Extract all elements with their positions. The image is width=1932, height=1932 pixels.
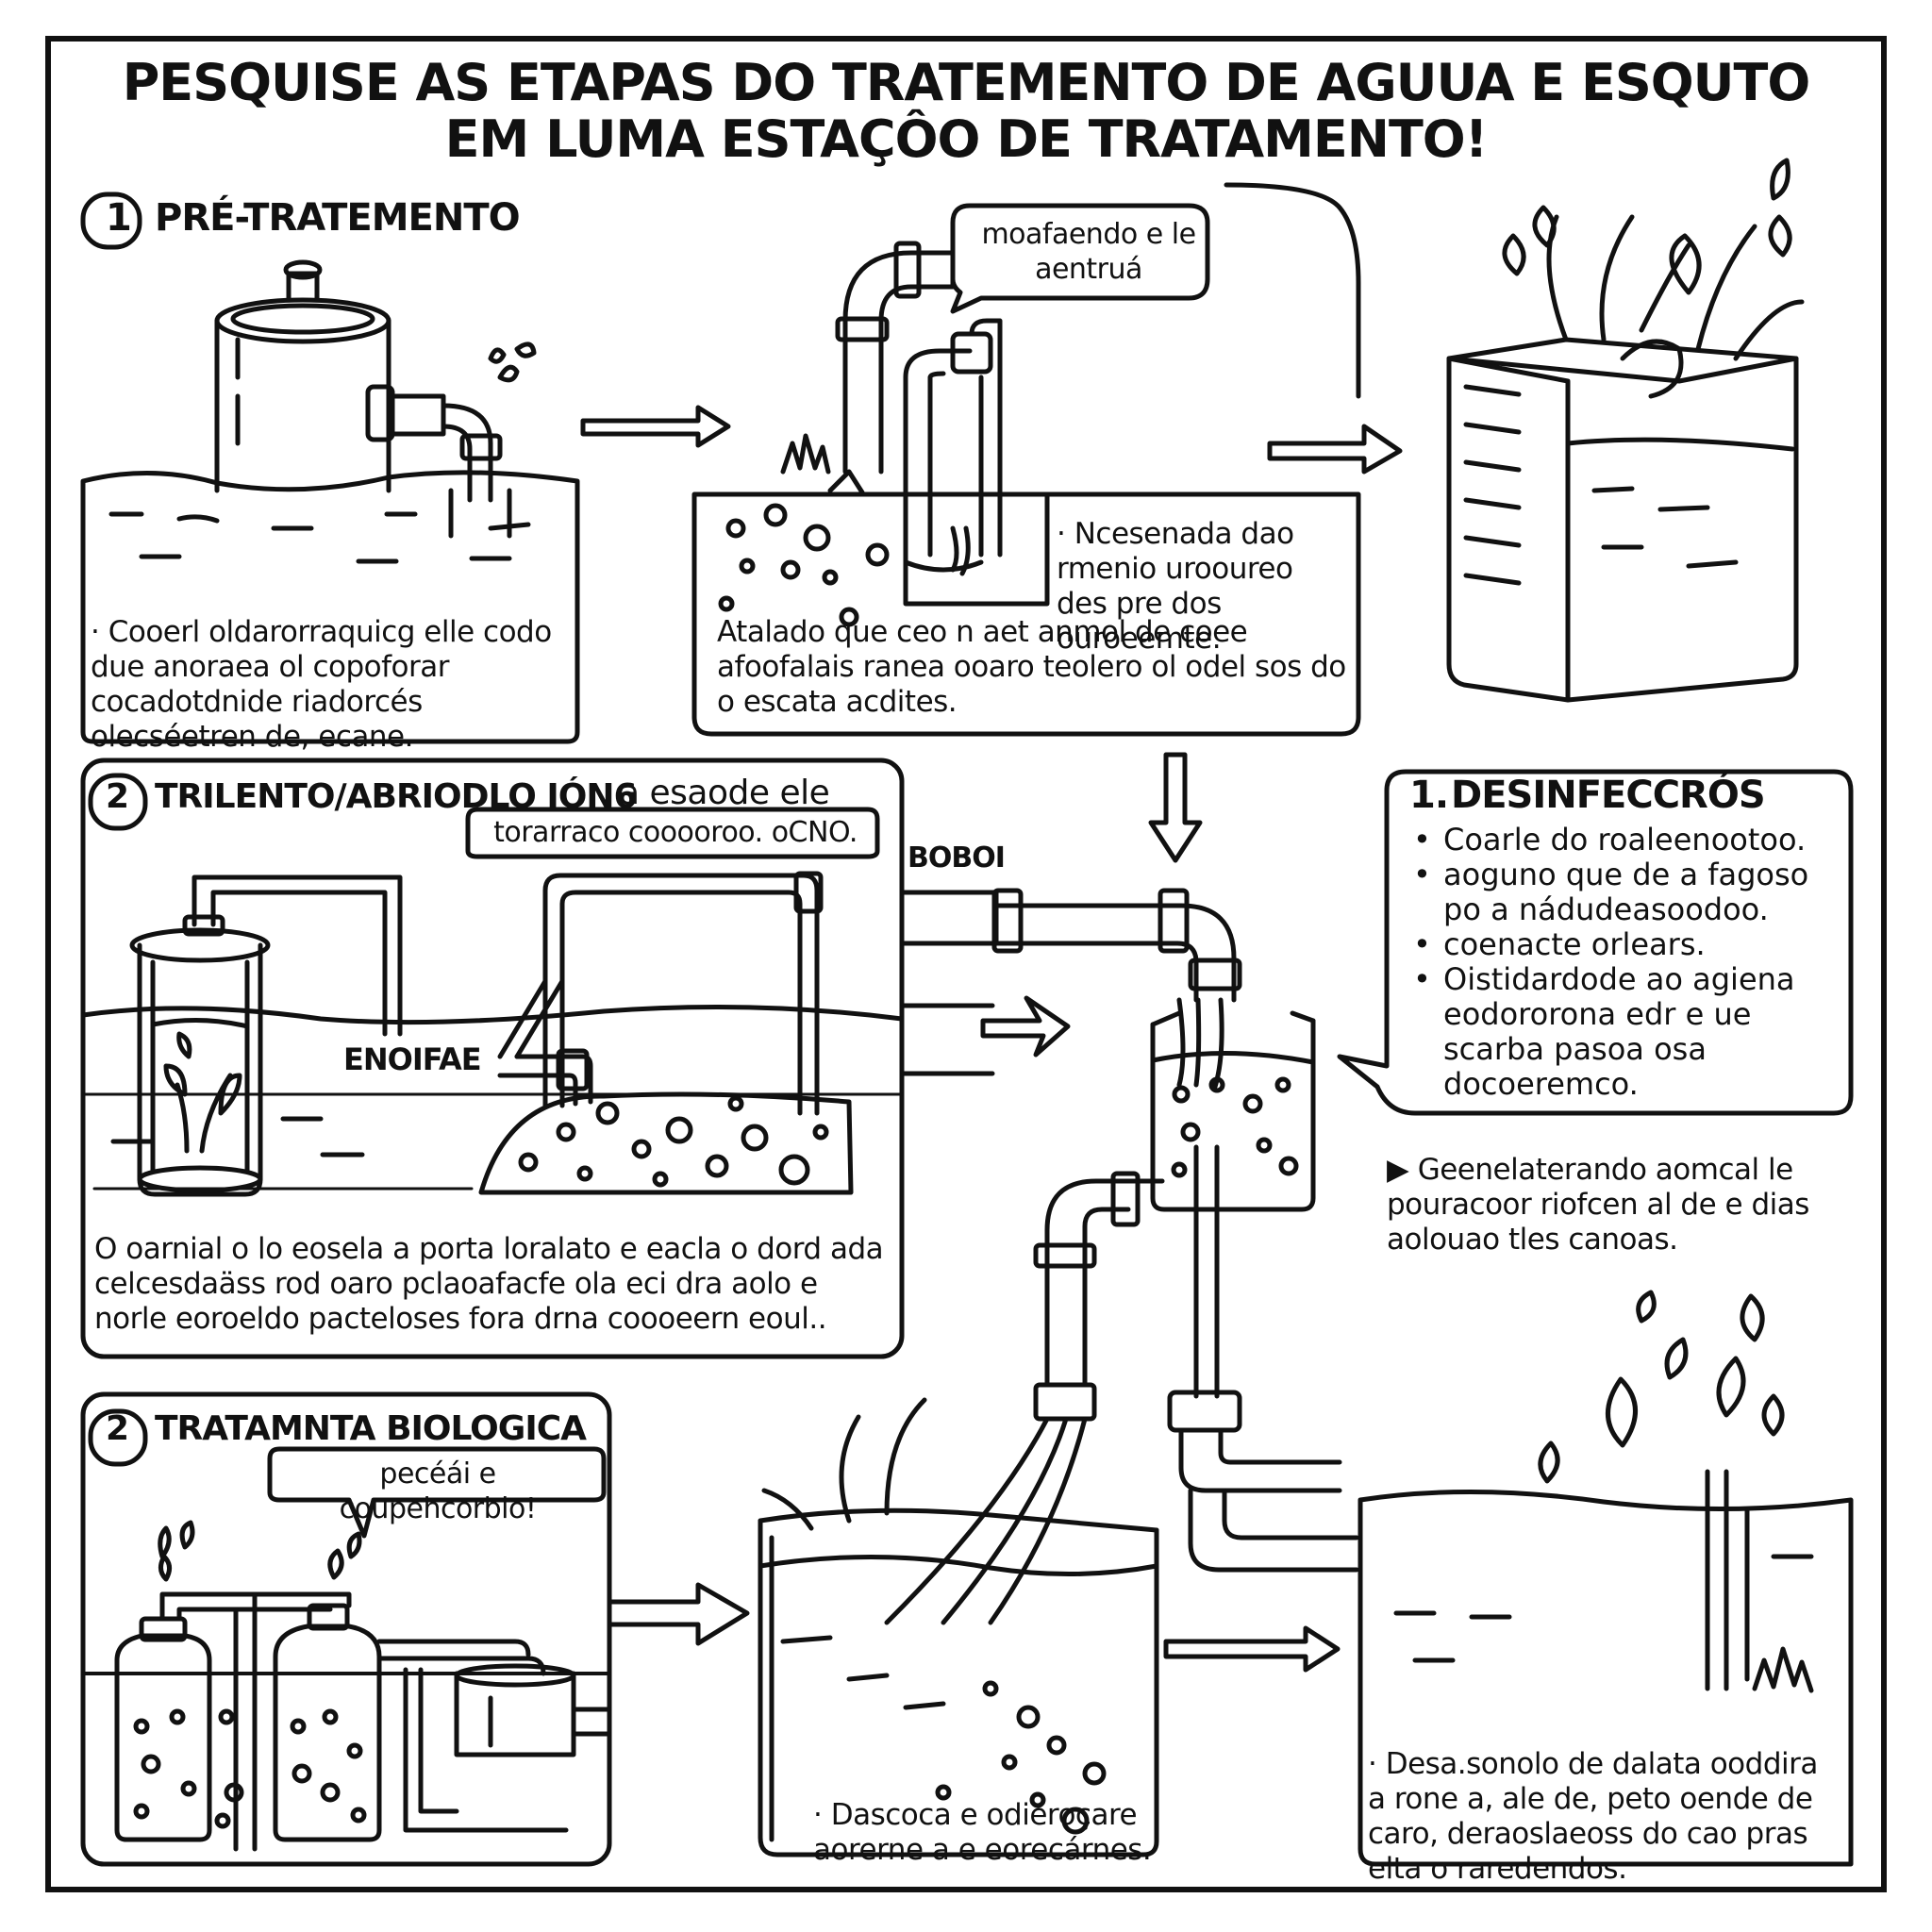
arrow-1-to-2 (580, 405, 731, 448)
section2a-number: 2 (106, 777, 129, 816)
section1-heading: PRÉ-TRATEMENTO (155, 196, 521, 240)
section2a-flow-arrow (901, 995, 1071, 1076)
central-pipe-network (899, 888, 1242, 1090)
section2b-callout: pecéái e coupehcorbio! (339, 1457, 537, 1525)
section2a-pipes (110, 871, 824, 1158)
filter-column (129, 874, 403, 1197)
section3-bullet: coenacte orlears. (1409, 927, 1836, 963)
section1-tank-note-cont: Atalado que ceo n aet anmol de coee afoo… (717, 615, 1346, 719)
section1-body: · Cooerl oldarorraquicg elle codo due an… (91, 615, 552, 754)
section3-bullet: Oistidardode ao agiena eodororona edr e … (1409, 962, 1836, 1102)
section3-bullet: aoguno que de a fagoso po a nádudeasoodo… (1409, 858, 1836, 927)
section2b-basin-note: · Dascoca e odieroçare aorerne a e eorec… (813, 1798, 1152, 1867)
arrow-down-to-disinfection (1148, 752, 1203, 863)
descending-pipes (1033, 1144, 1359, 1573)
section2a-heading: TRILENTO/ABRIODLO IÓN6 (155, 777, 638, 816)
section3-side-note: ▶ Geenelaterando aomcal le pouracoor rio… (1387, 1153, 1809, 1257)
outfall-box (1357, 1290, 1854, 1867)
pipe-assembly (835, 241, 1003, 576)
section1-water-box (80, 470, 580, 744)
section1-badge (80, 192, 142, 250)
arrow-2-to-3 (1267, 424, 1403, 475)
arrow-basin-to-river (1163, 1625, 1341, 1673)
settling-container (1446, 158, 1805, 703)
section2b-frame (80, 1391, 612, 1867)
intake-tank (214, 259, 537, 539)
sedimentation-basin (758, 1397, 1159, 1857)
section2b-heading: TRATAMNTA BIOLOGICA (155, 1409, 587, 1448)
section2a-heading-tail: a esaode ele (619, 774, 830, 812)
section3-heading: DESINFECCRÓS (1451, 774, 1766, 817)
section3-bullet: Coarle do roaleenootoo. (1409, 823, 1836, 858)
title-line-1: PESQUISE AS ETAPAS DO TRATEMENTO DE AGUU… (122, 53, 1811, 112)
section3-bullet-list: Coarle do roaleenootoo. aoguno que de a … (1409, 823, 1836, 1102)
disinfection-tank (1150, 1010, 1316, 1212)
section2a-body: O oarnial o lo eosela a porta loralato e… (94, 1232, 884, 1336)
sludge-mound (478, 1091, 854, 1195)
section2b-number: 2 (106, 1409, 129, 1448)
section3-final-note: · Desa.sonolo de dalata ooddira a rone a… (1368, 1747, 1818, 1886)
section3-box (1337, 769, 1854, 1116)
section2a-pipe-label: BOBOI (908, 841, 1006, 874)
section2a-sub: torarraco cooooroo. oCNO. (493, 816, 858, 849)
page-frame (45, 36, 1887, 1892)
section1-pipe-callout: moafaendo e le aentruá (981, 218, 1196, 286)
pipe-callout-bubble (950, 182, 1361, 399)
section1-ground-box (691, 433, 1361, 737)
arrow-bio-to-basin (607, 1582, 750, 1646)
section1-tank-note: · Ncesenada dao rmenio urooureo des pre … (1057, 517, 1294, 656)
title-line-2: EM LUMA ESTAÇÔO DE TRATAMENTO! (444, 109, 1489, 169)
section2a-badge (88, 773, 880, 859)
biological-reactors (81, 1520, 612, 1852)
section2a-tank-label: ENOIFAE (343, 1041, 482, 1077)
section3-number: 1. (1409, 774, 1449, 817)
section1-number: 1 (106, 196, 132, 240)
